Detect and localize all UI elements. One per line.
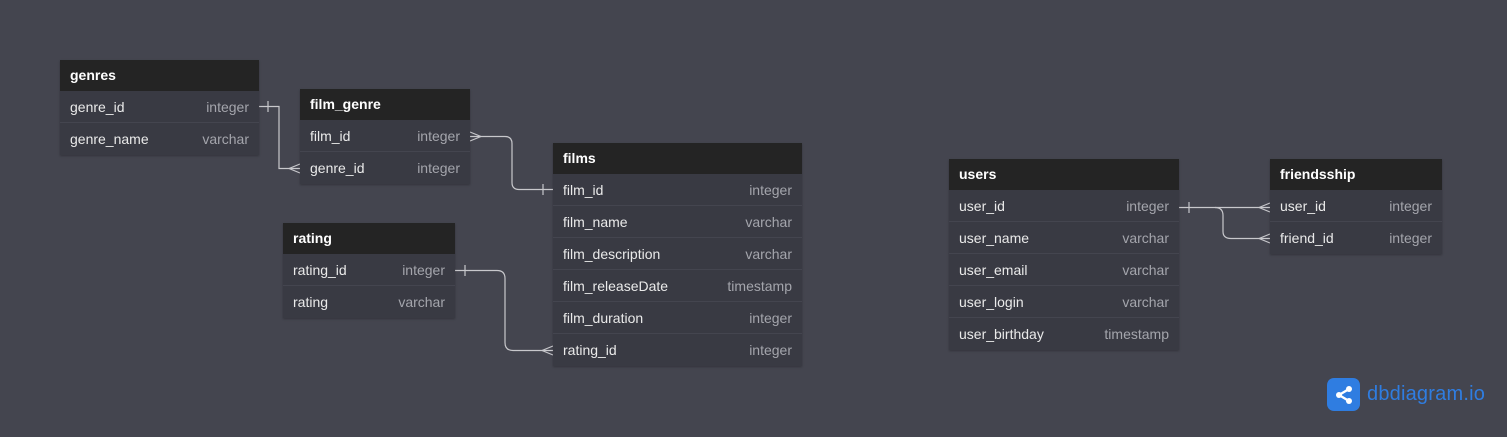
brand-name-main: dbdiagram [1367,383,1464,405]
table-genres[interactable]: genres genre_id integer genre_name varch… [60,60,259,155]
table-header[interactable]: users [949,159,1179,190]
many-marker [469,131,482,142]
column-row[interactable]: film_name varchar [553,206,802,238]
column-row[interactable]: friend_id integer [1270,222,1442,254]
column-type: varchar [1122,294,1169,310]
column-type: varchar [202,131,249,147]
column-name: genre_id [310,160,365,176]
column-name: user_id [1280,198,1326,214]
table-header[interactable]: rating [283,223,455,254]
column-name: film_duration [563,310,644,326]
column-row[interactable]: film_description varchar [553,238,802,270]
column-row[interactable]: user_id integer [949,190,1179,222]
column-name: rating_id [293,262,347,278]
column-row[interactable]: film_duration integer [553,302,802,334]
column-row[interactable]: genre_id integer [60,91,259,123]
column-row[interactable]: user_birthday timestamp [949,318,1179,350]
many-marker [541,345,554,356]
rel-users-friendsship-friend[interactable] [1214,206,1270,240]
column-name: user_email [959,262,1028,278]
rel-genres-film-genre[interactable] [259,105,300,170]
column-name: friend_id [1280,230,1334,246]
column-name: rating [293,294,329,310]
column-row[interactable]: genre_name varchar [60,123,259,155]
column-type: varchar [745,214,792,230]
column-name: user_birthday [959,326,1044,342]
column-name: film_id [563,182,604,198]
table-header[interactable]: friendsship [1270,159,1442,190]
brand-logo[interactable]: dbdiagram.io [1327,378,1485,411]
column-row[interactable]: user_name varchar [949,222,1179,254]
many-marker [1258,233,1271,244]
column-type: timestamp [727,278,792,294]
table-header[interactable]: film_genre [300,89,470,120]
column-row[interactable]: user_email varchar [949,254,1179,286]
rel-film-genre-films[interactable] [470,135,553,191]
column-type: integer [1389,230,1432,246]
table-film-genre[interactable]: film_genre film_id integer genre_id inte… [300,89,470,184]
column-type: varchar [1122,230,1169,246]
column-row[interactable]: film_id integer [300,120,470,152]
column-name: user_login [959,294,1024,310]
column-name: genre_name [70,131,149,147]
column-type: integer [417,160,460,176]
column-row[interactable]: genre_id integer [300,152,470,184]
column-type: timestamp [1104,326,1169,342]
column-type: integer [417,128,460,144]
column-row[interactable]: film_id integer [553,174,802,206]
table-header[interactable]: genres [60,60,259,91]
column-type: integer [402,262,445,278]
column-row[interactable]: rating_id integer [283,254,455,286]
column-name: film_name [563,214,628,230]
column-type: integer [1126,198,1169,214]
share-nodes-icon [1327,378,1360,411]
column-name: film_description [563,246,661,262]
column-row[interactable]: rating_id integer [553,334,802,366]
brand-name-suffix: .io [1463,383,1486,405]
column-type: integer [749,182,792,198]
rel-rating-films[interactable] [455,269,553,352]
brand-name: dbdiagram.io [1367,383,1485,406]
column-name: user_id [959,198,1005,214]
column-type: varchar [745,246,792,262]
table-rating[interactable]: rating rating_id integer rating varchar [283,223,455,318]
column-row[interactable]: film_releaseDate timestamp [553,270,802,302]
column-row[interactable]: user_id integer [1270,190,1442,222]
many-marker [1258,202,1271,213]
column-name: film_id [310,128,351,144]
many-marker [288,163,301,174]
column-name: rating_id [563,342,617,358]
column-name: genre_id [70,99,125,115]
column-row[interactable]: user_login varchar [949,286,1179,318]
column-name: user_name [959,230,1030,246]
table-users[interactable]: users user_id integer user_name varchar … [949,159,1179,350]
column-row[interactable]: rating varchar [283,286,455,318]
table-header[interactable]: films [553,143,802,174]
column-type: integer [1389,198,1432,214]
column-type: integer [749,342,792,358]
column-type: integer [749,310,792,326]
column-type: varchar [1122,262,1169,278]
column-type: varchar [398,294,445,310]
table-friendsship[interactable]: friendsship user_id integer friend_id in… [1270,159,1442,254]
column-type: integer [206,99,249,115]
table-films[interactable]: films film_id integer film_name varchar … [553,143,802,366]
column-name: film_releaseDate [563,278,669,294]
